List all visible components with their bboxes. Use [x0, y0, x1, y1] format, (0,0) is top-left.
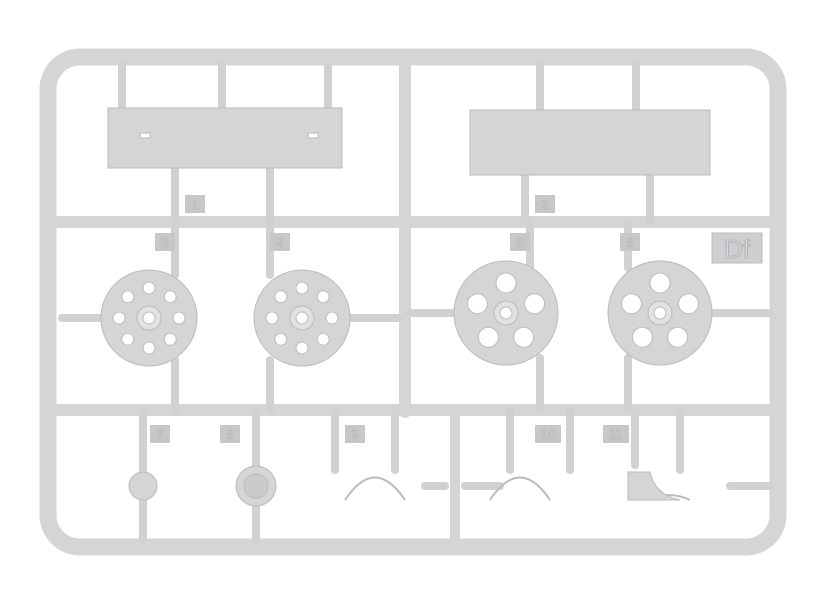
tag-plate — [535, 195, 555, 213]
sprue-code: Df — [724, 234, 751, 264]
part-number-tag: 6 — [620, 233, 640, 251]
part-number-tag: 4 — [270, 233, 290, 251]
wheel-hole — [295, 341, 309, 355]
tag-plate — [270, 233, 290, 251]
part-number: 2 — [541, 197, 548, 212]
part-7-disc — [128, 471, 158, 501]
code-plate — [711, 232, 763, 264]
tag-plate — [150, 425, 170, 443]
wheel-hole — [649, 272, 671, 294]
wheel-hole — [620, 293, 642, 315]
outer-runner — [39, 48, 787, 556]
wheel-hole — [477, 326, 499, 348]
part-number-tag: 3 — [155, 233, 175, 251]
tag-plate — [603, 425, 629, 443]
wheel-axle-hole — [499, 306, 513, 320]
wheel-hole — [631, 326, 653, 348]
part-number: 9 — [351, 427, 358, 442]
part-number: 6 — [626, 235, 633, 250]
part-number: 5 — [516, 235, 523, 250]
wheel-hole — [142, 341, 156, 355]
wheel-hole — [163, 332, 177, 346]
wheel-hole — [274, 290, 288, 304]
part-number-tag: 10 — [535, 425, 561, 443]
wheel-hole — [274, 332, 288, 346]
part-number-tag: 1 — [185, 195, 205, 213]
wheel-axle-hole — [295, 311, 309, 325]
wheel-hole — [325, 311, 339, 325]
tag-plate — [345, 425, 365, 443]
wheel-hole — [112, 311, 126, 325]
part-number-tag: 11 — [603, 425, 629, 443]
tag-plate — [220, 425, 240, 443]
part-9-arc — [344, 476, 406, 501]
part-number-tag: 5 — [510, 233, 530, 251]
panel-slot — [139, 132, 151, 139]
part-number: 3 — [161, 235, 168, 250]
wheel-hole — [121, 332, 135, 346]
part-11-bracket — [627, 471, 681, 501]
part-number: 1 — [191, 197, 198, 212]
sprue-code-tag: Df — [711, 232, 763, 264]
part-number: 10 — [541, 427, 555, 442]
tag-plate — [535, 425, 561, 443]
wheel-hole — [265, 311, 279, 325]
part-10-arc — [489, 476, 551, 501]
part-2-panel — [469, 109, 711, 176]
wheel-hole — [524, 293, 546, 315]
part-number-tag: 7 — [150, 425, 170, 443]
wheel-hole — [316, 332, 330, 346]
tag-plate — [510, 233, 530, 251]
wheel-hole — [495, 272, 517, 294]
wheel-axle-hole — [142, 311, 156, 325]
part-number-tag: 2 — [535, 195, 555, 213]
tag-plate — [155, 233, 175, 251]
wheel-axle-hole — [653, 306, 667, 320]
wheel-hole — [121, 290, 135, 304]
part-number: 4 — [276, 235, 283, 250]
part-number: 7 — [156, 427, 163, 442]
wheel-hole — [295, 281, 309, 295]
wheel-hole — [678, 293, 700, 315]
part-8-hub — [243, 473, 269, 499]
panel-slot — [307, 132, 319, 139]
part-number-tag: 9 — [345, 425, 365, 443]
tag-plate — [185, 195, 205, 213]
wheel-hole — [163, 290, 177, 304]
wheel-hole — [466, 293, 488, 315]
wheel-hole — [513, 326, 535, 348]
tag-plate — [620, 233, 640, 251]
wheel-hole — [316, 290, 330, 304]
wheel-hole — [172, 311, 186, 325]
part-number: 11 — [609, 427, 623, 442]
part-number: 8 — [226, 427, 233, 442]
wheel-hole — [667, 326, 689, 348]
wheel-hole — [142, 281, 156, 295]
part-number-tag: 8 — [220, 425, 240, 443]
runners — [39, 48, 787, 556]
